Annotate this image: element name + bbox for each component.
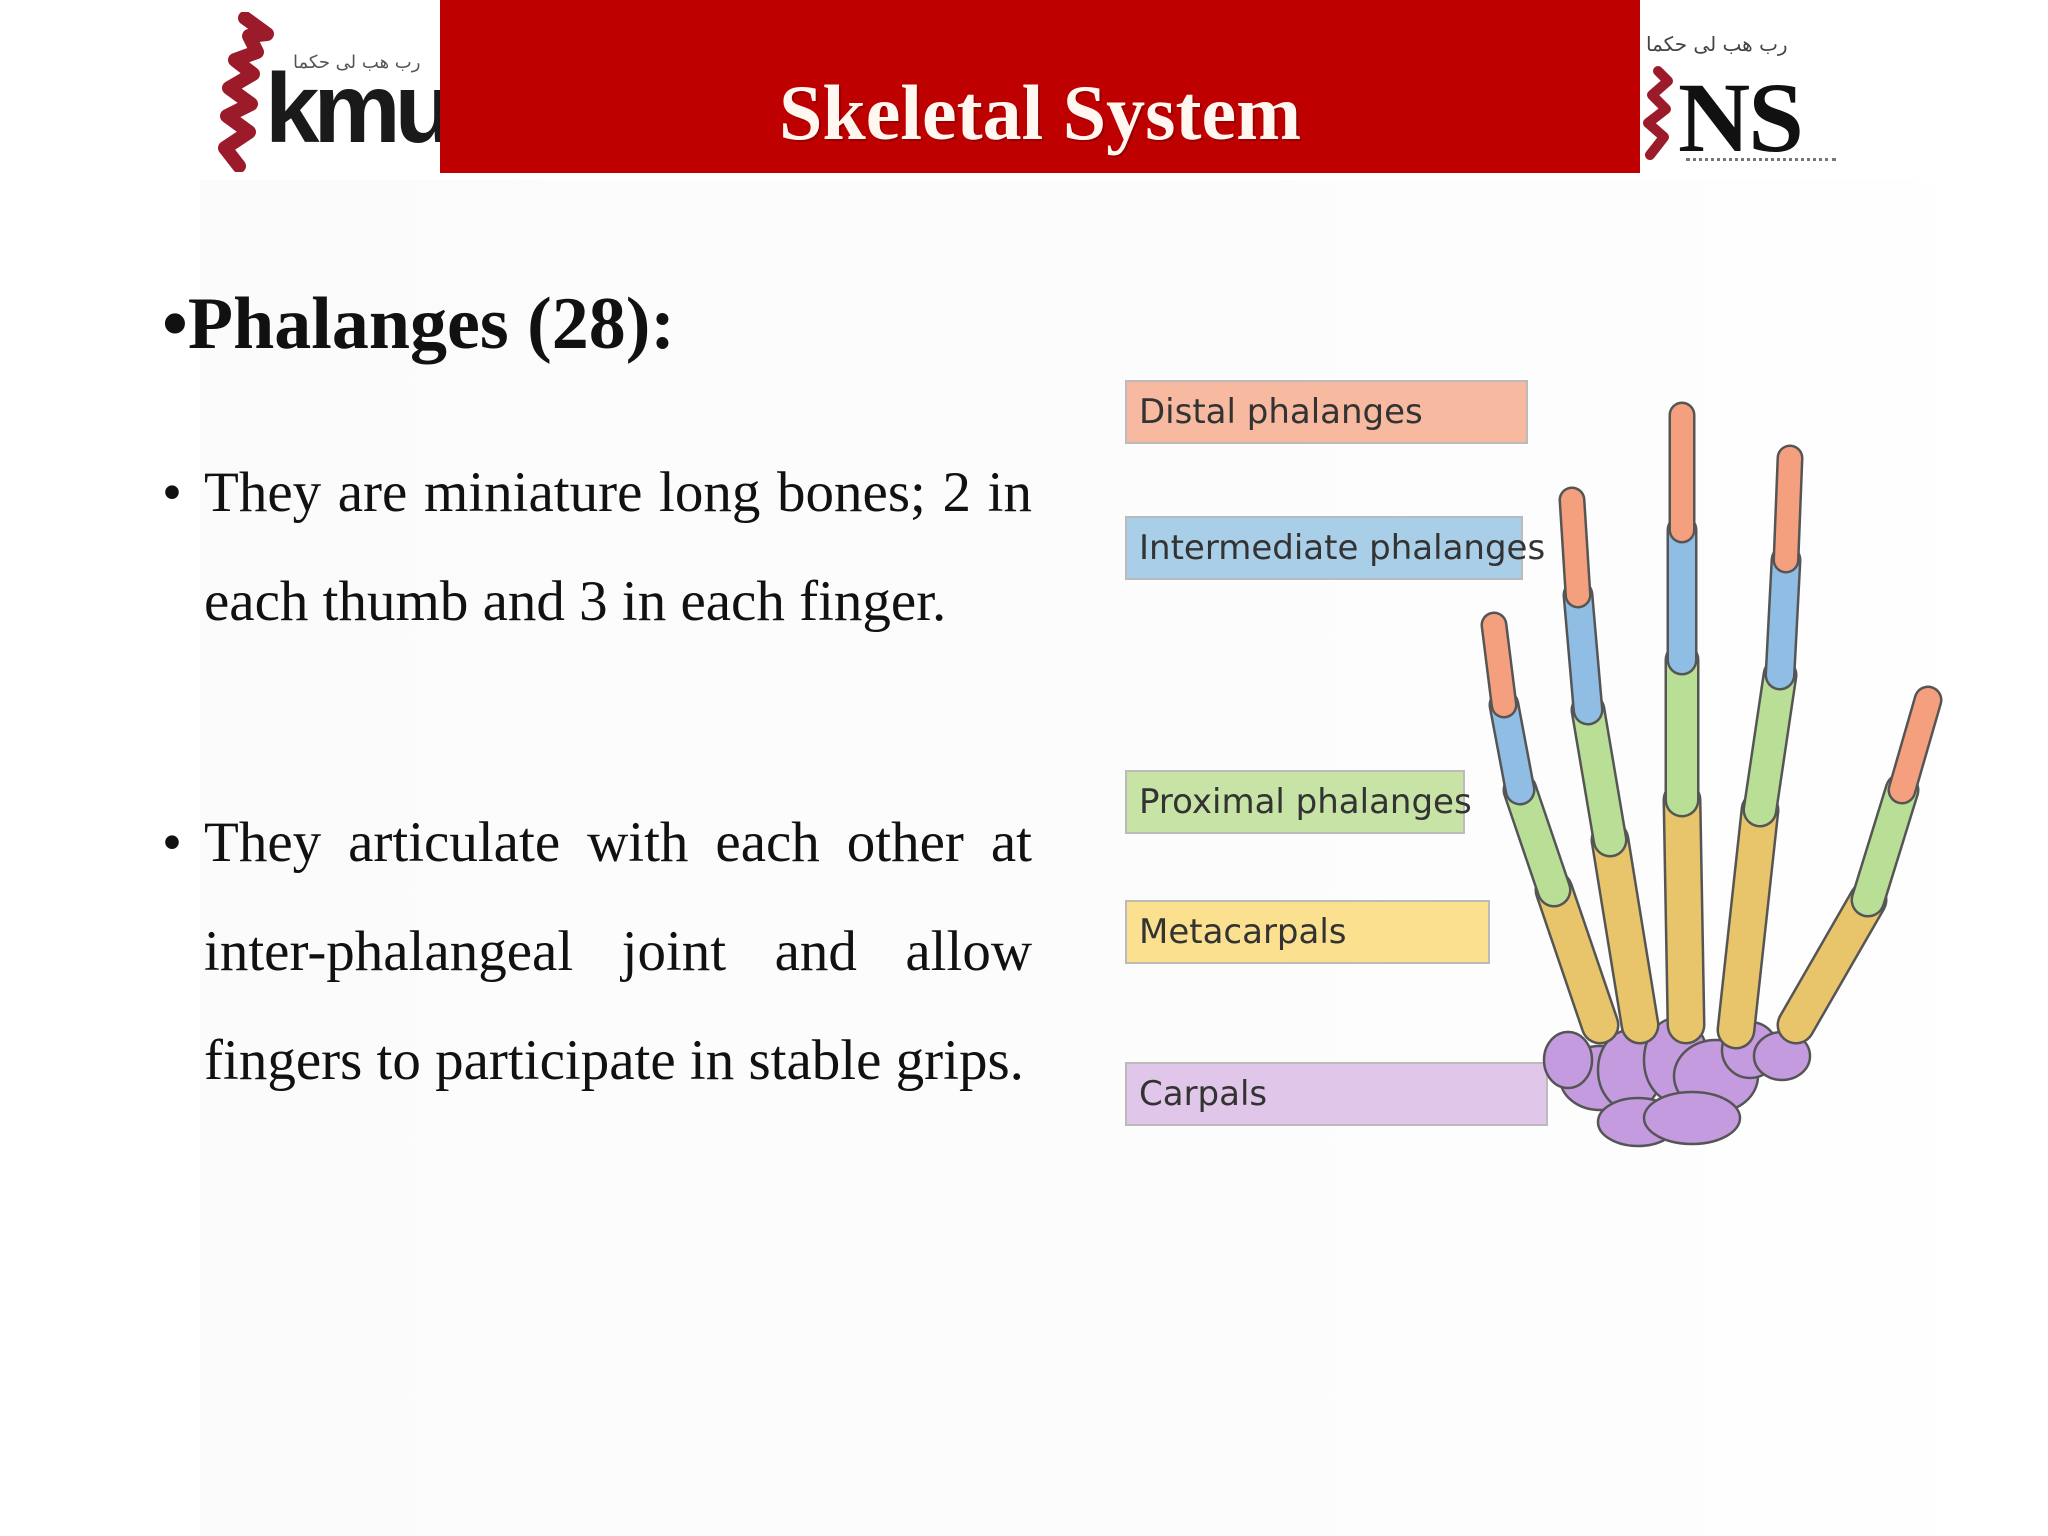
label-proximal-phalanges: Proximal phalanges bbox=[1125, 770, 1472, 834]
little-intermediate-phalanx bbox=[1491, 692, 1533, 803]
title-bar: Skeletal System bbox=[440, 0, 1640, 173]
hand-skeleton-illustration bbox=[1480, 401, 1943, 1148]
index-metacarpal bbox=[1719, 793, 1777, 1047]
label-metacarpals: Metacarpals bbox=[1125, 900, 1490, 964]
slide-title: Skeletal System bbox=[778, 69, 1302, 156]
ins-wordmark: NS bbox=[1678, 62, 1804, 173]
thumb-metacarpal bbox=[1779, 883, 1885, 1042]
heading-text: Phalanges (28): bbox=[187, 283, 676, 365]
index-intermediate-phalanx bbox=[1767, 547, 1799, 688]
little-distal-phalanx bbox=[1483, 614, 1515, 716]
hand-bones-diagram: Distal phalanges Intermediate phalanges … bbox=[1125, 370, 1985, 1170]
bullet-marker: • bbox=[162, 283, 188, 365]
thumb-proximal-phalanx bbox=[1853, 775, 1917, 915]
bullet-text: They articulate with each other at inter… bbox=[204, 811, 1032, 1092]
bullet-text: They are miniature long bones; 2 in each… bbox=[204, 461, 1032, 633]
label-carpals: Carpals bbox=[1125, 1062, 1548, 1126]
thumb-distal-phalanx bbox=[1890, 688, 1940, 802]
ring-distal-phalanx bbox=[1561, 489, 1589, 606]
ring-metacarpal bbox=[1593, 823, 1657, 1042]
label-intermediate-phalanges: Intermediate phalanges bbox=[1125, 516, 1545, 580]
kmu-tagline: رب هب لی حکما bbox=[293, 52, 421, 73]
bullet-item: • They articulate with each other at int… bbox=[162, 788, 1032, 1115]
ring-intermediate-phalanx bbox=[1565, 582, 1601, 723]
bullet-marker: • bbox=[162, 461, 182, 524]
little-proximal-phalanx bbox=[1505, 775, 1569, 905]
bullet-marker: • bbox=[162, 811, 182, 874]
ins-tagline: رب هب لی حکما bbox=[1646, 32, 1788, 56]
label-distal-phalanges: Distal phalanges bbox=[1125, 380, 1528, 444]
ins-subline bbox=[1686, 158, 1836, 166]
kmu-wordmark: kmu bbox=[265, 53, 454, 163]
ins-logo: رب هب لی حکما NS bbox=[1636, 30, 1846, 175]
carpal-bone bbox=[1642, 1090, 1742, 1146]
slide-header: رب هب لی حکما kmu Skeletal System رب هب … bbox=[0, 0, 2048, 175]
kmu-logo: رب هب لی حکما kmu bbox=[205, 12, 454, 172]
caduceus-icon bbox=[1643, 66, 1673, 160]
carpal-bone bbox=[1542, 1030, 1594, 1090]
ring-proximal-phalanx bbox=[1573, 695, 1625, 855]
bullet-item: • They are miniature long bones; 2 in ea… bbox=[162, 438, 1032, 656]
index-proximal-phalanx bbox=[1745, 660, 1795, 825]
index-distal-phalanx bbox=[1775, 447, 1801, 571]
little-metacarpal bbox=[1537, 873, 1617, 1042]
middle-metacarpal bbox=[1665, 783, 1703, 1042]
caduceus-icon bbox=[218, 12, 274, 172]
section-heading: •Phalanges (28): bbox=[162, 282, 675, 367]
